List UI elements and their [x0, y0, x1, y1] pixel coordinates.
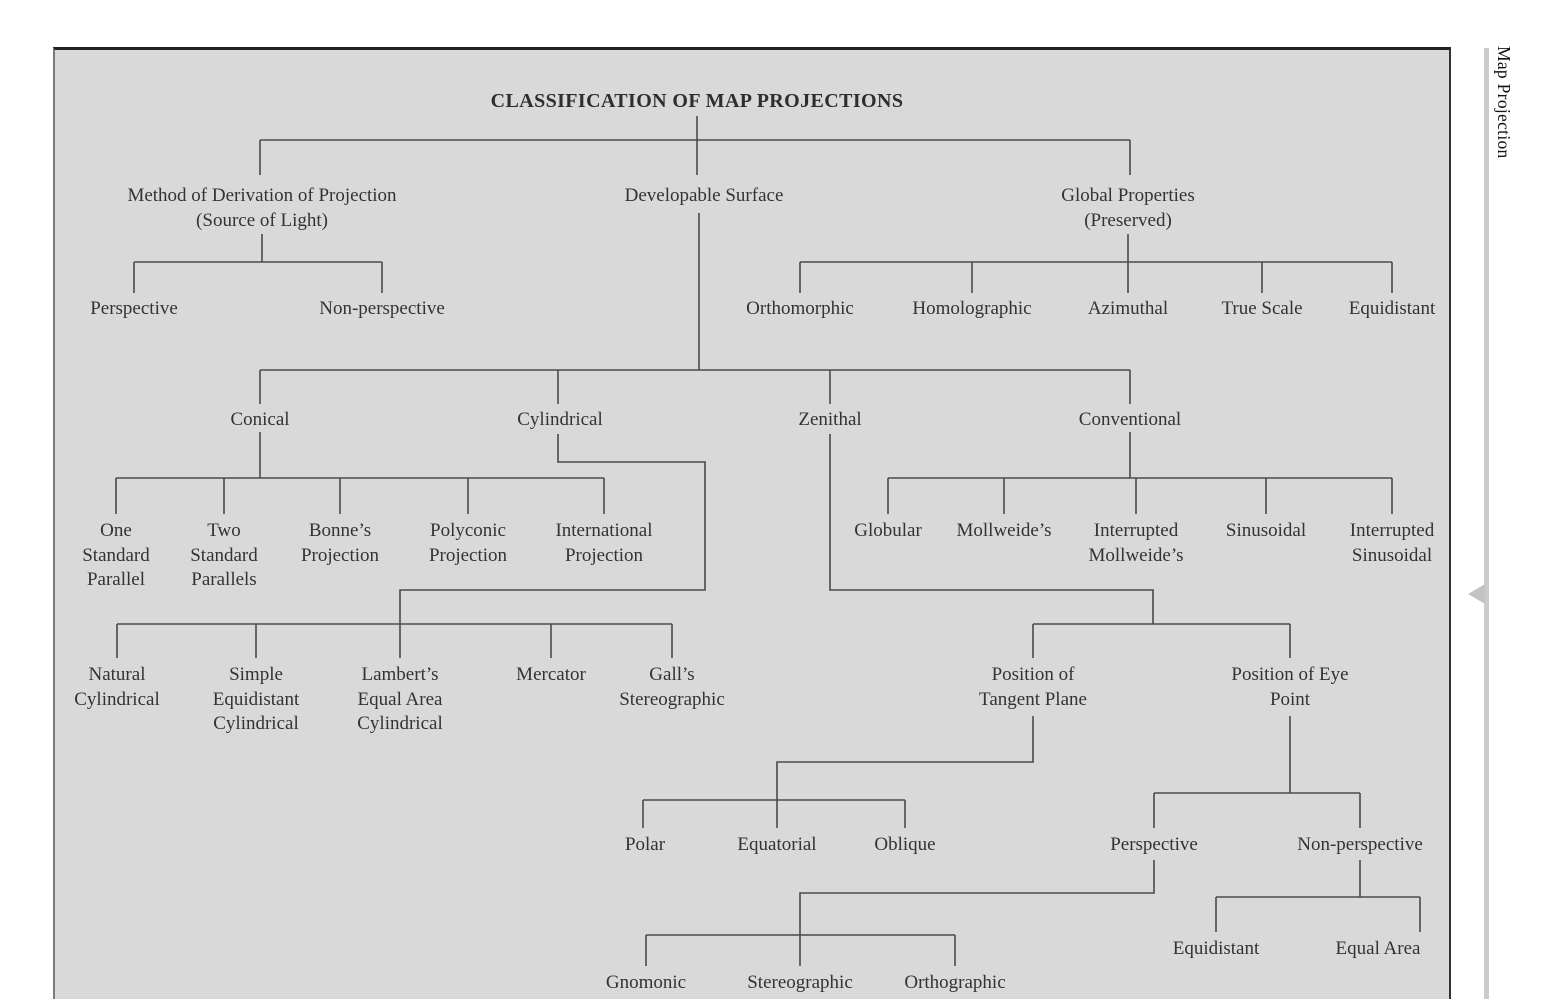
- node-conventional: Conventional: [1078, 409, 1182, 430]
- node-two-standard-parallels: Two Standard Parallels: [190, 520, 258, 591]
- collapse-left-arrow-icon[interactable]: [1468, 584, 1485, 604]
- classification-diagram-panel: [53, 47, 1451, 999]
- node-equidistant-global: Equidistant: [1348, 298, 1436, 319]
- node-position-of-tangent-plane: Position of Tangent Plane: [979, 664, 1087, 710]
- node-azimuthal: Azimuthal: [1087, 298, 1169, 319]
- node-polar: Polar: [624, 834, 666, 855]
- node-international-projection: International Projection: [555, 520, 653, 566]
- node-interrupted-sinusoidal: Interrupted Sinusoidal: [1349, 520, 1435, 566]
- node-global-properties: Global Properties: [1061, 185, 1195, 206]
- node-mollweides: Mollweide’s: [956, 520, 1052, 541]
- node-one-standard-parallel: One Standard Parallel: [82, 520, 150, 591]
- node-mercator: Mercator: [516, 664, 586, 685]
- node-simple-equidistant-cylindrical: Simple Equidistant Cylindrical: [212, 664, 300, 735]
- node-galls-stereographic: Gall’s Stereographic: [619, 664, 725, 710]
- node-global-properties-sub: (Preserved): [1084, 210, 1172, 231]
- node-cylindrical: Cylindrical: [517, 409, 603, 430]
- node-oblique: Oblique: [874, 834, 936, 855]
- node-orthographic: Orthographic: [904, 972, 1006, 993]
- node-lamberts-equal-area-cylindrical: Lambert’s Equal Area Cylindrical: [357, 664, 443, 735]
- node-method-of-derivation-sub: (Source of Light): [196, 210, 328, 231]
- node-equal-area: Equal Area: [1335, 938, 1421, 959]
- node-equidistant-eye: Equidistant: [1172, 938, 1260, 959]
- node-non-perspective-derivation: Non-perspective: [319, 298, 445, 319]
- node-equatorial: Equatorial: [737, 834, 817, 855]
- node-conical: Conical: [230, 409, 290, 430]
- sidebar-divider: [1484, 48, 1489, 999]
- node-developable-surface: Developable Surface: [624, 185, 784, 206]
- node-sinusoidal: Sinusoidal: [1225, 520, 1307, 541]
- node-position-of-eye-point: Position of Eye Point: [1231, 664, 1349, 710]
- node-natural-cylindrical: Natural Cylindrical: [74, 664, 160, 710]
- node-gnomonic: Gnomonic: [605, 972, 687, 993]
- node-homolographic: Homolographic: [912, 298, 1032, 319]
- sidebar-vertical-label: Map Projection: [1494, 46, 1514, 159]
- diagram-title: CLASSIFICATION OF MAP PROJECTIONS: [490, 90, 904, 112]
- node-perspective-derivation: Perspective: [90, 298, 178, 319]
- node-zenithal: Zenithal: [798, 409, 862, 430]
- node-polyconic-projection: Polyconic Projection: [428, 520, 508, 566]
- node-orthomorphic: Orthomorphic: [746, 298, 854, 319]
- node-interrupted-mollweides: Interrupted Mollweide’s: [1088, 520, 1184, 566]
- node-stereographic: Stereographic: [747, 972, 853, 993]
- node-true-scale: True Scale: [1221, 298, 1303, 319]
- node-non-perspective-eye: Non-perspective: [1297, 834, 1423, 855]
- node-method-of-derivation: Method of Derivation of Projection: [127, 185, 397, 206]
- node-bonnes-projection: Bonne’s Projection: [300, 520, 380, 566]
- node-perspective-eye: Perspective: [1110, 834, 1198, 855]
- node-globular: Globular: [854, 520, 922, 541]
